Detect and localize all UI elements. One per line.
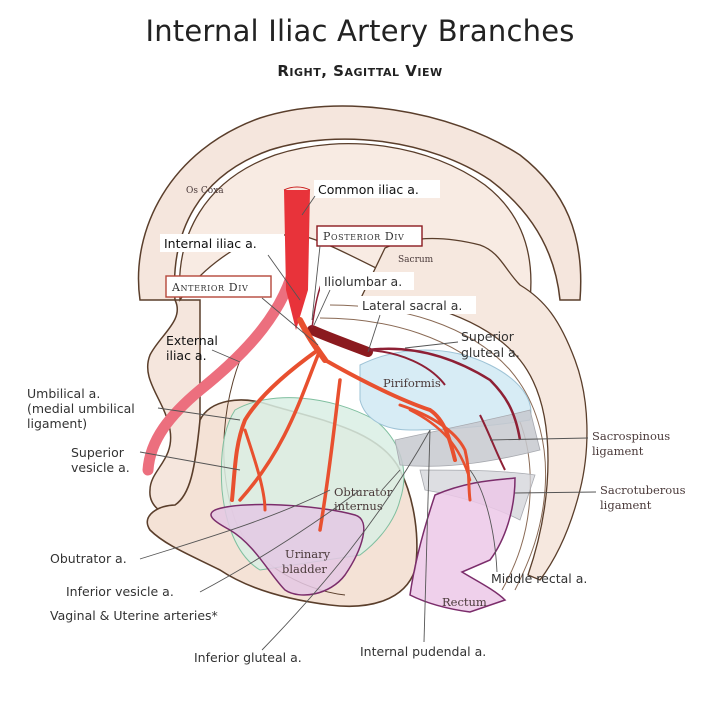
sacrotuberous-label-line2: ligament <box>600 498 652 512</box>
internal-pudendal-artery-vessel <box>398 403 472 502</box>
leader-middle-rectal <box>469 469 498 573</box>
umbilical-label-line2: (medial umbilical <box>27 401 135 416</box>
external-iliac-artery <box>142 254 302 476</box>
bladder-label-line2: bladder <box>282 562 327 576</box>
leader-internal-iliac <box>267 254 301 301</box>
leader-lateral-sacral <box>367 314 381 353</box>
anterior-division-label: Anterior Div <box>171 281 248 294</box>
internal-pudendal-label: Internal pudendal a. <box>360 644 486 659</box>
common-iliac-artery <box>284 190 310 330</box>
sacrum-bone <box>358 237 588 581</box>
lateral-sacral-artery-vessel <box>367 349 446 386</box>
leader-umbilical <box>157 407 241 421</box>
posterior-division-label: Posterior Div <box>323 230 404 243</box>
superior-gluteal-artery-vessel <box>367 347 522 441</box>
superior-vesicle-label-line1: Superior <box>71 445 125 460</box>
obturator-artery-vessel <box>238 353 320 502</box>
leader-anterior-div <box>261 297 319 346</box>
superior-gluteal-label-line2: gluteal a. <box>461 345 520 360</box>
sacrotuberous-label-line1: Sacrotuberous <box>600 483 686 497</box>
sacral-canal <box>329 304 547 591</box>
leader-internal-pudendal <box>423 429 431 643</box>
rectum-label: Rectum <box>442 595 487 609</box>
middle-rectal-artery-vessel <box>408 408 472 482</box>
diagram-subtitle: Right, Sagittal View <box>277 62 443 80</box>
posterior-trunk-artery <box>307 325 373 357</box>
middle-rectal-label: Middle rectal a. <box>491 571 587 586</box>
common-iliac-label: Common iliac a. <box>318 182 419 197</box>
inferior-vesicle-label: Inferior vesicle a. <box>66 584 174 599</box>
umbilical-label-line1: Umbilical a. <box>27 386 100 401</box>
rectum <box>409 477 516 613</box>
common-iliac-label-bg <box>314 180 440 198</box>
inferior-vesicle-artery-vessel <box>318 378 342 532</box>
leader-posterior-div <box>311 245 321 321</box>
leader-external-iliac <box>211 349 241 363</box>
leader-common-iliac <box>301 195 316 216</box>
leader-superior-vesicle <box>139 451 241 471</box>
umbilical-label-line3: ligament) <box>27 416 87 431</box>
bladder-label-line1: Urinary <box>285 547 331 561</box>
leader-iliolumbar <box>313 289 331 326</box>
leader-inferior-vesicle <box>199 489 361 593</box>
leader-obturator-internus <box>381 469 401 491</box>
anterior-division-branches <box>230 317 472 532</box>
inferior-gluteal-label: Inferior gluteal a. <box>194 650 302 665</box>
obturator-internus-label-line1: Obturator <box>334 485 393 499</box>
iliolumbar-label: Iliolumbar a. <box>324 274 402 289</box>
anterior-division-box: Anterior Div <box>165 275 272 298</box>
superior-gluteal-label-line1: Superior <box>461 329 515 344</box>
external-iliac-label-line1: External <box>166 333 218 348</box>
leader-sacrotuberous <box>514 491 597 494</box>
leader-superior-gluteal <box>404 341 459 349</box>
posterior-division-box: Posterior Div <box>316 225 423 247</box>
piriformis-label: Piriformis <box>383 376 441 390</box>
external-iliac-label-line2: iliac a. <box>166 348 207 363</box>
obturator-label: Obutrator a. <box>50 551 127 566</box>
umbilical-artery-vessel <box>230 348 320 502</box>
obturator-internus-label-line2: internus <box>334 499 383 513</box>
sciatic-branch-vessel <box>479 414 506 471</box>
lateral-sacral-label-bg <box>358 296 476 314</box>
sacrum-label: Sacrum <box>398 255 434 265</box>
leader-obturator <box>139 489 331 560</box>
sacrospinous-label-line1: Sacrospinous <box>592 429 670 443</box>
os-coxa-label: Os Coxa <box>186 186 224 196</box>
leader-inferior-gluteal <box>261 429 431 651</box>
sacrospinous-label-line2: ligament <box>592 444 644 458</box>
iliolumbar-label-bg <box>320 272 414 290</box>
leader-sacrospinous <box>489 437 589 441</box>
internal-iliac-label: Internal iliac a. <box>164 236 257 251</box>
lateral-sacral-label: Lateral sacral a. <box>362 298 462 313</box>
internal-iliac-label-bg <box>160 234 284 252</box>
superior-vesicle-artery-vessel <box>243 428 267 512</box>
diagram-title: Internal Iliac Artery Branches <box>145 14 575 48</box>
common-iliac-cut-end <box>283 186 311 191</box>
vaginal-uterine-label: Vaginal & Uterine arteries* <box>50 608 218 623</box>
anterior-trunk-vessel <box>297 317 328 363</box>
leader-lines <box>139 195 597 651</box>
superior-vesicle-label-line2: vesicle a. <box>71 460 130 475</box>
